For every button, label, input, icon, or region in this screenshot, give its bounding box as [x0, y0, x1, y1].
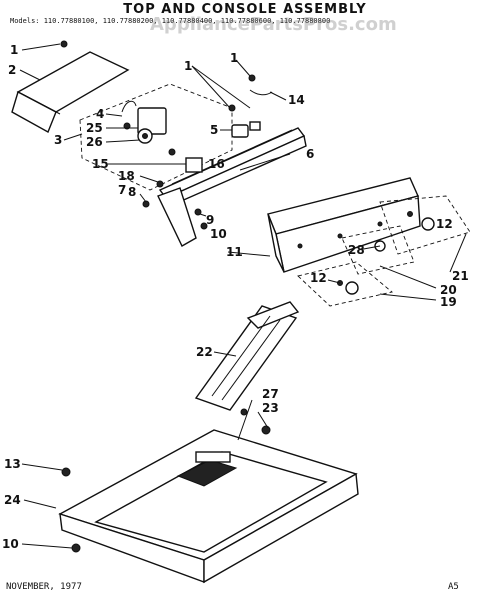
part-4-wire[interactable] [121, 100, 137, 130]
callout-20: 20 [440, 283, 457, 297]
callout-26: 26 [86, 135, 103, 149]
callout-15: 15 [92, 157, 109, 171]
knob-group-21 [379, 195, 471, 255]
callout-21: 21 [452, 269, 469, 283]
part-12-spring-a[interactable] [407, 211, 413, 217]
part-15-screw[interactable] [168, 148, 176, 156]
callout-25: 25 [86, 121, 103, 135]
part-1-screw-c[interactable] [228, 104, 236, 112]
callout-1-c: 1 [230, 51, 238, 65]
part-25-timer[interactable] [137, 107, 167, 144]
part-5-switch[interactable] [231, 121, 261, 138]
callout-6: 6 [306, 147, 314, 161]
callout-10-a: 10 [210, 227, 227, 241]
watermark: AppliancePartsPros.com [150, 14, 397, 35]
callout-22: 22 [196, 345, 213, 359]
callout-5: 5 [210, 123, 218, 137]
callout-4: 4 [96, 107, 104, 121]
page-title: TOP AND CONSOLE ASSEMBLY [123, 2, 367, 17]
part-23-clip[interactable] [261, 425, 271, 435]
callout-7: 7 [118, 183, 126, 197]
part-2-console-panel[interactable] [11, 51, 130, 133]
callout-14: 14 [288, 93, 305, 107]
controls-dashed-group [79, 83, 233, 191]
part-10-screw-b[interactable] [71, 543, 81, 553]
part-7-clip[interactable] [142, 200, 150, 208]
callout-23: 23 [262, 401, 279, 415]
callout-12-b: 12 [310, 271, 327, 285]
callout-28: 28 [348, 243, 365, 257]
part-12-knob-b[interactable] [345, 281, 359, 295]
part-1-screw[interactable] [60, 40, 68, 48]
callout-1-b: 1 [184, 59, 192, 73]
part-12-knob-a[interactable] [421, 217, 435, 231]
callout-12-a: 12 [436, 217, 453, 231]
callout-13: 13 [4, 457, 21, 471]
callout-3: 3 [54, 133, 62, 147]
callout-19: 19 [440, 295, 457, 309]
part-14-wire[interactable] [249, 89, 273, 96]
callout-24: 24 [4, 493, 21, 507]
callout-10-b: 10 [2, 537, 19, 551]
callout-18: 18 [118, 169, 135, 183]
part-27-screw[interactable] [240, 408, 248, 416]
model-list: Models: 110.77880100, 110.77880200, 110.… [10, 17, 331, 25]
callout-1-a: 1 [10, 43, 18, 57]
footer-code: A5 [448, 582, 459, 592]
part-9-screw[interactable] [194, 208, 202, 216]
part-1-screw-b[interactable] [248, 74, 256, 82]
part-16-bracket[interactable] [185, 157, 203, 173]
footer-date: NOVEMBER, 1977 [6, 582, 82, 592]
part-22-lint-filter[interactable] [194, 301, 300, 411]
knob-group-19 [297, 261, 393, 307]
callout-9: 9 [206, 213, 214, 227]
knob-group-20 [341, 225, 415, 275]
part-24-top[interactable] [58, 429, 359, 584]
callout-2: 2 [8, 63, 16, 77]
part-13-bumper[interactable] [61, 467, 71, 477]
callout-27: 27 [262, 387, 279, 401]
callout-11: 11 [226, 245, 243, 259]
callout-8: 8 [128, 185, 136, 199]
part-18-support[interactable] [157, 187, 197, 247]
leader-lines [19, 43, 467, 549]
part-11-console[interactable] [267, 177, 421, 273]
callout-16: 16 [208, 157, 225, 171]
part-8-screw[interactable] [156, 180, 164, 188]
part-10-screw-a[interactable] [200, 222, 208, 230]
